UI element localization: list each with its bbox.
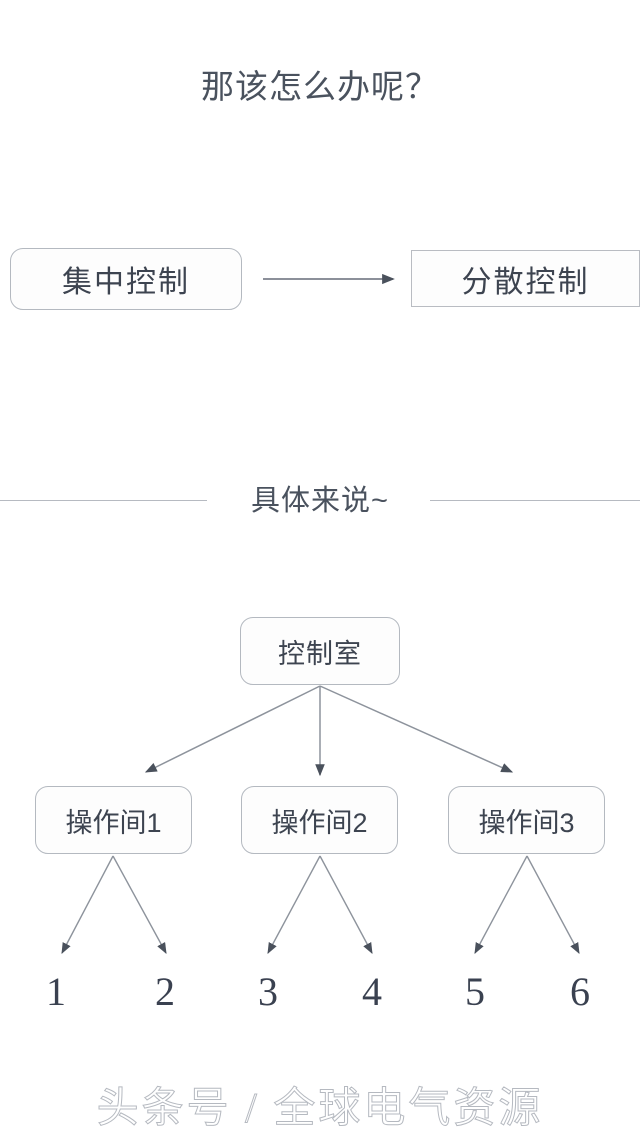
leaf-node-2: 2 xyxy=(155,969,175,1014)
node-distributed-control-label: 分散控制 xyxy=(461,265,590,299)
node-centralized-control-label: 集中控制 xyxy=(62,266,190,299)
edge-control-room-to-operation-room-3 xyxy=(319,685,514,773)
edge-operation-room-3-to-leaf-6 xyxy=(526,855,580,954)
leaf-node-3: 3 xyxy=(258,969,278,1014)
node-operation-room-1-label: 操作间1 xyxy=(65,807,162,838)
edge-operation-room-1-to-leaf-1 xyxy=(61,855,114,954)
node-distributed-control: 分散控制 xyxy=(411,250,640,307)
watermark-text: 头条号 / 全球电气资源 xyxy=(96,1086,544,1133)
leaf-node-1: 1 xyxy=(46,969,66,1014)
edge-operation-room-3-to-leaf-5 xyxy=(474,855,528,954)
edge-control-room-to-operation-room-1 xyxy=(144,685,321,773)
edge-operation-room-2-to-leaf-3 xyxy=(267,855,321,954)
edge-operation-room-1-to-leaf-2 xyxy=(112,855,167,954)
node-operation-room-2: 操作间2 xyxy=(241,786,398,854)
node-operation-room-2-label: 操作间2 xyxy=(271,807,368,838)
node-operation-room-3-label: 操作间3 xyxy=(478,807,575,838)
node-operation-room-3: 操作间3 xyxy=(448,786,605,854)
node-control-room-label: 控制室 xyxy=(278,638,362,669)
leaf-node-4: 4 xyxy=(362,969,382,1014)
node-control-room: 控制室 xyxy=(240,617,400,685)
section-divider-label: 具体来说~ xyxy=(251,485,389,517)
leaf-node-5: 5 xyxy=(465,969,485,1014)
divider-line-left xyxy=(0,500,207,501)
edge-operation-room-2-to-leaf-4 xyxy=(319,855,373,954)
divider-line-right xyxy=(430,500,640,501)
page-title: 那该怎么办呢？ xyxy=(201,68,439,105)
node-operation-room-1: 操作间1 xyxy=(35,786,192,854)
leaf-node-6: 6 xyxy=(570,969,590,1014)
node-centralized-control: 集中控制 xyxy=(10,248,242,310)
